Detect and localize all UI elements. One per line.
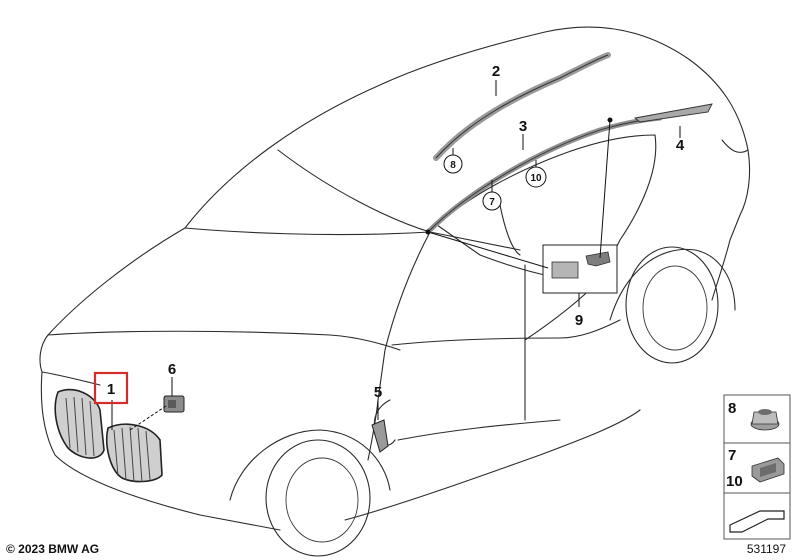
circled-ref-10-ring bbox=[525, 166, 547, 188]
callout-3[interactable]: 3 bbox=[519, 118, 527, 135]
side-camera-part bbox=[371, 419, 389, 453]
navigation-arrow-icon[interactable] bbox=[729, 510, 785, 533]
callout-4[interactable]: 4 bbox=[676, 137, 685, 154]
sidebar-num-7[interactable]: 7 bbox=[728, 447, 736, 464]
camera-dashed-leader bbox=[129, 405, 167, 431]
small-parts-panel: 8 7 10 bbox=[723, 394, 791, 540]
rear-spoiler-strip bbox=[633, 103, 713, 123]
highlight-box-1 bbox=[93, 371, 129, 405]
detail-leader-2 bbox=[599, 119, 611, 259]
callout-5[interactable]: 5 bbox=[374, 384, 382, 401]
circled-ref-7[interactable]: 7 bbox=[489, 197, 495, 208]
car-outline bbox=[39, 26, 751, 557]
callout-6[interactable]: 6 bbox=[168, 361, 176, 378]
roof-side-trim-edge bbox=[427, 117, 661, 233]
diagram-number: 531197 bbox=[747, 542, 786, 556]
front-camera-part bbox=[163, 395, 185, 413]
detail-leader-1 bbox=[427, 231, 549, 269]
roof-rail-strip-edge bbox=[435, 54, 609, 159]
circled-ref-10[interactable]: 10 bbox=[530, 173, 542, 184]
callout-1[interactable]: 1 bbox=[107, 381, 115, 398]
callout-9[interactable]: 9 bbox=[575, 312, 583, 329]
callout-2[interactable]: 2 bbox=[492, 63, 500, 80]
copyright-text: © 2023 BMW AG bbox=[6, 542, 99, 556]
clip-nut-icon bbox=[750, 409, 780, 431]
circled-ref-8[interactable]: 8 bbox=[450, 160, 456, 171]
circled-ref-7-ring bbox=[482, 191, 502, 211]
attach-point-1 bbox=[425, 229, 431, 235]
sidebar-num-10[interactable]: 10 bbox=[726, 473, 743, 490]
circled-ref-8-ring bbox=[443, 154, 463, 174]
kidney-grille bbox=[54, 388, 163, 483]
bracket-detail-box bbox=[542, 244, 618, 294]
sidebar-cell-8 bbox=[723, 394, 791, 444]
clip-icon bbox=[751, 457, 785, 483]
attach-point-2 bbox=[607, 117, 613, 123]
sidebar-num-8[interactable]: 8 bbox=[728, 400, 736, 417]
roof-rail-strip bbox=[433, 52, 611, 161]
